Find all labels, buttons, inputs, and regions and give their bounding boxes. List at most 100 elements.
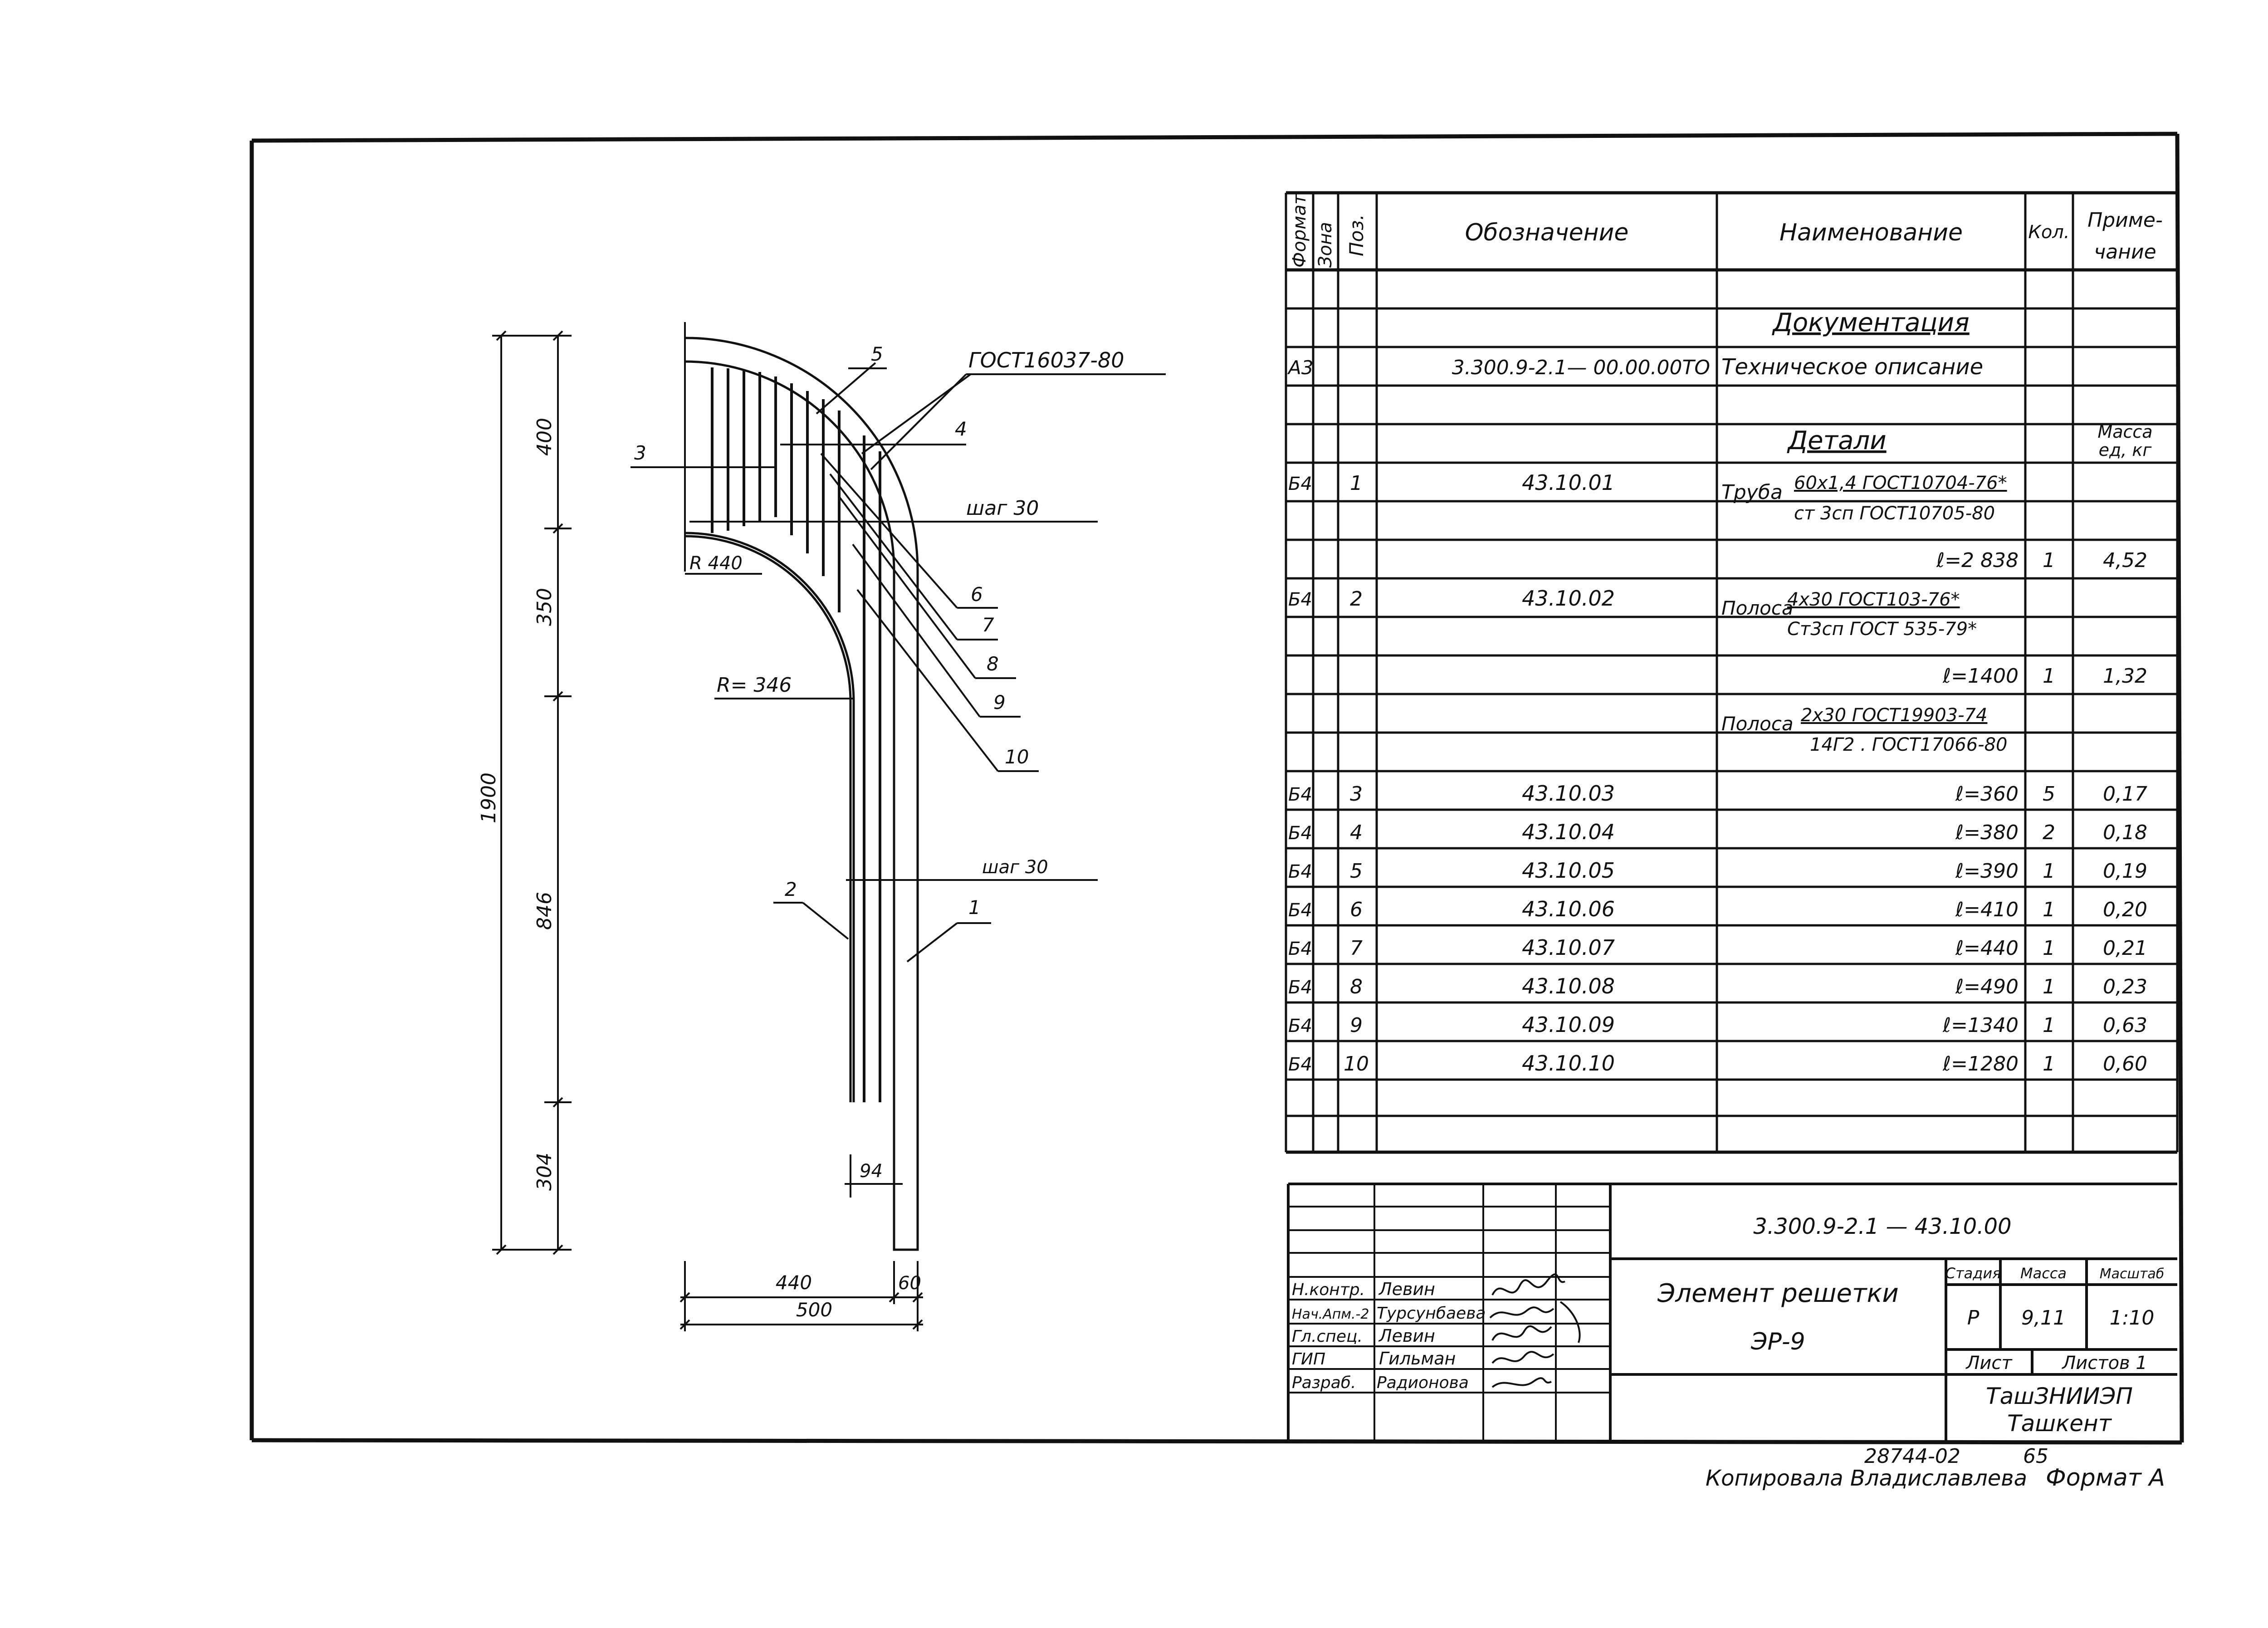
strip-2-line2: 14Г2 . ГОСТ17066-80	[1810, 734, 2008, 755]
row-mass: 0,60	[2103, 1052, 2147, 1076]
row-qty: 1	[2043, 1014, 2055, 1037]
row-qty: 1	[2043, 1052, 2055, 1076]
dim-400: 400	[533, 418, 556, 456]
step-top: шаг 30	[966, 497, 1039, 520]
callout-5: 5	[871, 343, 883, 365]
table-row: Б4 9 43.10.09 ℓ=1340 1 0,63	[1288, 1012, 2147, 1037]
table-row: Б4 8 43.10.08 ℓ=490 1 0,23	[1288, 974, 2147, 998]
row-designation: 43.10.10	[1522, 1051, 1615, 1076]
table-row: Б4 7 43.10.07 ℓ=440 1 0,21	[1288, 935, 2147, 960]
header-note-2: чание	[2094, 240, 2156, 264]
doc-designation: 3.300.9-2.1— 00.00.00ТО	[1452, 356, 1710, 379]
role-2: Нач.Апм.-2	[1292, 1306, 1369, 1322]
doc-format: А3	[1287, 357, 1313, 379]
row-length: ℓ=440	[1955, 937, 2019, 960]
row-pos: 10	[1344, 1052, 1369, 1076]
specification-table: Формат Зона Поз. Обозначение Наименовани…	[1285, 191, 2179, 1154]
name-1: Левин	[1378, 1279, 1435, 1299]
row-qty: 1	[2043, 860, 2055, 883]
scale-value: 1:10	[2110, 1306, 2155, 1330]
header-note-1: Приме-	[2087, 209, 2163, 232]
row-format: Б4	[1288, 977, 1312, 998]
stage-value: Р	[1967, 1306, 1980, 1330]
radius-outer: R 440	[689, 553, 743, 574]
header-pos: Поз.	[1345, 214, 1368, 256]
title-block: 3.300.9-2.1 — 43.10.00 Элемент решетки Э…	[1287, 1183, 2177, 1442]
callout-10: 10	[1005, 746, 1029, 768]
table-row: Б4 4 43.10.04 ℓ=380 2 0,18	[1288, 820, 2147, 844]
row-pos: 6	[1350, 898, 1363, 921]
detail-2-designation: 43.10.02	[1522, 586, 1615, 611]
role-4: ГИП	[1292, 1350, 1325, 1369]
row-length: ℓ=490	[1955, 975, 2019, 998]
footer-sheet-number: 65	[2023, 1445, 2048, 1468]
callout-8: 8	[987, 653, 999, 675]
dim-846: 846	[533, 892, 556, 930]
mass-label-1: Масса	[2097, 422, 2152, 442]
step-bottom: шаг 30	[982, 857, 1048, 878]
row-qty: 2	[2043, 821, 2055, 844]
dim-1900: 1900	[477, 772, 500, 823]
header-zone: Зона	[1315, 222, 1336, 268]
row-mass: 0,23	[2103, 975, 2147, 998]
name-5: Радионова	[1377, 1374, 1469, 1392]
dim-304: 304	[533, 1153, 556, 1191]
row-qty: 1	[2043, 898, 2055, 921]
callout-6: 6	[971, 583, 983, 606]
row-length: ℓ=1340	[1942, 1014, 2019, 1037]
row-mass: 0,18	[2103, 821, 2147, 844]
mass-label-2: ед, кг	[2099, 440, 2152, 460]
row-mass: 0,63	[2103, 1014, 2147, 1037]
detail-2-mass: 1,32	[2103, 665, 2147, 688]
row-length: ℓ=390	[1955, 860, 2019, 883]
row-format: Б4	[1288, 939, 1312, 959]
detail-1-format: Б4	[1288, 474, 1312, 494]
detail-1-line1: 60х1,4 ГОСТ10704-76*	[1794, 473, 2007, 494]
detail-1-pos: 1	[1350, 472, 1363, 495]
row-pos: 5	[1350, 860, 1363, 883]
name-3: Левин	[1378, 1326, 1435, 1346]
signatures	[1489, 1273, 1581, 1388]
row-length: ℓ=360	[1955, 782, 2019, 806]
detail-2-qty: 1	[2043, 665, 2055, 688]
row-length: ℓ=410	[1955, 898, 2019, 921]
table-row: Б4 5 43.10.05 ℓ=390 1 0,19	[1288, 858, 2147, 883]
detail-2-line1: 4х30 ГОСТ103-76*	[1787, 589, 1960, 610]
callout-3: 3	[634, 442, 646, 464]
row-pos: 3	[1350, 782, 1363, 806]
footer-format: Формат А	[2046, 1464, 2165, 1491]
pipe-outer-contour	[684, 337, 919, 1251]
strip-inner-contour	[684, 532, 855, 1102]
row-designation: 43.10.09	[1522, 1012, 1615, 1037]
footer-copied-by: Копировала Владиславлева	[1706, 1466, 2027, 1491]
mass-value: 9,11	[2021, 1306, 2066, 1330]
title-line-2: ЭР-9	[1750, 1328, 1805, 1355]
role-5: Разраб.	[1292, 1374, 1356, 1392]
detail-2-prefix: Полоса	[1721, 597, 1794, 619]
row-mass: 0,20	[2103, 898, 2147, 921]
callout-4: 4	[955, 418, 967, 440]
detail-2-line2: Ст3сп ГОСТ 535-79*	[1787, 619, 1977, 640]
row-format: Б4	[1288, 1016, 1312, 1036]
row-format: Б4	[1288, 861, 1312, 882]
scale-label: Масштаб	[2100, 1266, 2165, 1282]
title-line-1: Элемент решетки	[1657, 1279, 1899, 1308]
strip-2-prefix: Полоса	[1721, 713, 1794, 735]
callout-2: 2	[785, 878, 797, 900]
callout-9: 9	[993, 691, 1006, 714]
dimension-lines	[492, 322, 1166, 1331]
row-qty: 5	[2043, 782, 2055, 806]
detail-1-length: ℓ=2 838	[1936, 549, 2019, 572]
org-city: Ташкент	[2007, 1410, 2112, 1437]
row-designation: 43.10.04	[1522, 820, 1615, 844]
detail-rows: Б4 3 43.10.03 ℓ=360 5 0,17 Б4 4 43.10.04…	[1288, 781, 2147, 1076]
table-row: Б4 3 43.10.03 ℓ=360 5 0,17	[1288, 781, 2147, 806]
mass-label: Масса	[2020, 1265, 2067, 1282]
row-designation: 43.10.03	[1522, 781, 1615, 806]
detail-2-pos: 2	[1350, 587, 1363, 611]
row-format: Б4	[1288, 784, 1312, 805]
row-pos: 8	[1350, 975, 1363, 998]
gost-label: ГОСТ16037-80	[968, 348, 1124, 372]
row-designation: 43.10.05	[1522, 858, 1615, 883]
section-details: Детали	[1786, 426, 1886, 455]
